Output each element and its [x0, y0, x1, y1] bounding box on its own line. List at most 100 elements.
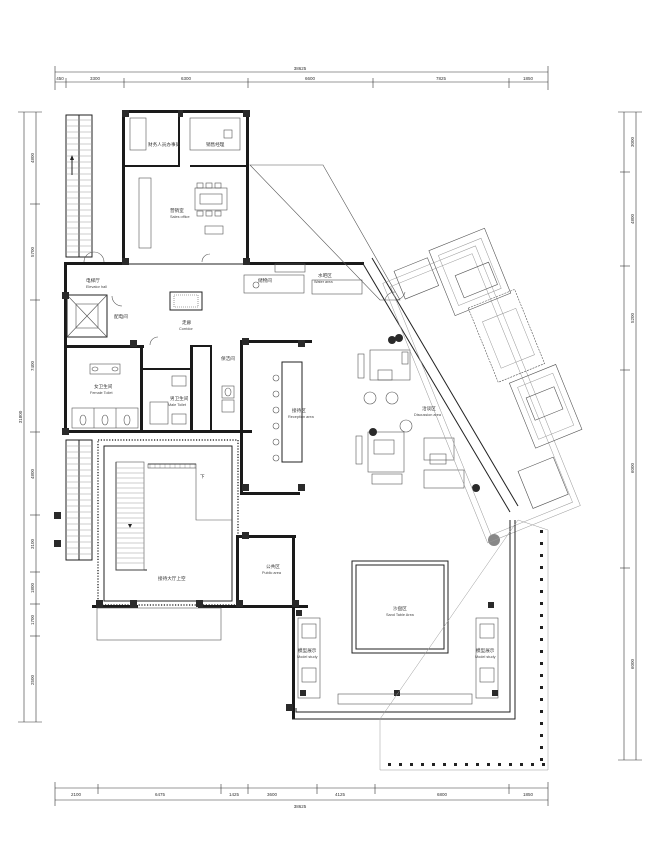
right-dim-5: 6000 — [630, 658, 635, 669]
elevator-hall-label: 电梯厅 — [86, 277, 100, 284]
outdoor-terrace — [382, 227, 583, 544]
top-dim-2: 3300 — [90, 76, 101, 81]
sales-office-furniture — [129, 117, 241, 249]
terrace-post — [454, 763, 457, 766]
female-toilet-label: 女卫生间 — [94, 383, 113, 390]
left-dim-7: 1700 — [30, 614, 35, 625]
left-dimension-line: 31800 4800 5700 7400 4800 3100 1800 1700… — [18, 111, 42, 723]
sand-table-label: 沙盘区 — [393, 605, 407, 612]
terrace-post — [487, 763, 490, 766]
terrace-post — [421, 763, 424, 766]
atrium-label: 接待大厅上空 — [158, 575, 186, 582]
sand-table-label-en: Sand Table Area — [386, 613, 415, 617]
model-displays — [296, 602, 499, 699]
terrace-post — [540, 554, 543, 557]
right-dimension-line: 3000 4800 5200 6000 6000 — [618, 111, 642, 761]
public-area-label: 公共区 — [266, 563, 280, 570]
bottom-dim-1: 2100 — [71, 792, 82, 797]
finance-room-label: 财务人员办事处 — [148, 141, 181, 148]
cleaning-label: 保洁间 — [221, 355, 235, 362]
left-dim-2: 5700 — [30, 246, 35, 257]
terrace-post — [540, 578, 543, 581]
model-right-label: 模型展示 — [476, 647, 495, 654]
public-area-label-en: Public area — [262, 571, 282, 575]
terrace-post — [540, 698, 543, 701]
reception-label: 接待区 — [292, 407, 306, 414]
terrace-post — [520, 763, 523, 766]
distribution-label: 配电间 — [114, 313, 128, 320]
south-wall — [292, 519, 549, 771]
top-dim-5: 7825 — [436, 76, 447, 81]
right-dim-3: 5200 — [630, 312, 635, 323]
reception-label-en: Reception area — [288, 415, 315, 419]
model-right-label-en: Model study — [475, 655, 496, 659]
stair-down-mark: 下 — [200, 474, 205, 480]
terrace-post — [388, 763, 391, 766]
male-toilet-label: 男卫生间 — [170, 395, 189, 402]
diagonal-facade — [249, 164, 519, 546]
discussion-label-en: Discussion area — [414, 413, 442, 417]
bottom-total-dim: 38625 — [294, 804, 307, 809]
terrace-post — [540, 638, 543, 641]
sales-office-label-en: Sales office — [170, 215, 190, 219]
terrace-post — [540, 662, 543, 665]
room-labels: 销售经理 财务人员办事处 营销室 Sales office 电梯厅 Elevat… — [86, 141, 496, 659]
terrace-post — [540, 650, 543, 653]
structural-columns — [54, 110, 305, 711]
terrace-post — [540, 734, 543, 737]
sales-office-label: 营销室 — [170, 207, 184, 214]
right-dim-1: 3000 — [630, 136, 635, 147]
terrace-post — [540, 722, 543, 725]
bottom-dim-7: 1850 — [523, 792, 534, 797]
terrace-post — [540, 674, 543, 677]
left-dim-6: 1800 — [30, 582, 35, 593]
terrace-post — [540, 602, 543, 605]
terrace-post — [540, 542, 543, 545]
terrace-post — [540, 686, 543, 689]
bottom-dim-6: 6800 — [437, 792, 448, 797]
discussion-furniture — [355, 336, 465, 489]
left-total-dim: 31800 — [18, 410, 23, 423]
south-terrace-dots — [388, 530, 545, 766]
left-dim-4: 4800 — [30, 468, 35, 479]
elevator-hall-label-en: Elevator hall — [86, 285, 107, 289]
corridor-label-en: Corridor — [179, 327, 193, 331]
top-total-dim: 38625 — [294, 66, 307, 71]
terrace-post — [465, 763, 468, 766]
bottom-dim-2: 6475 — [155, 792, 166, 797]
water-area-label: 水吧区 — [318, 272, 332, 279]
terrace-post — [498, 763, 501, 766]
bottom-dim-5: 4125 — [335, 792, 346, 797]
sand-table — [351, 560, 449, 654]
main-walls — [64, 110, 364, 495]
terrace-post — [432, 763, 435, 766]
lower-exterior-stair — [65, 439, 93, 561]
upper-exterior-stair — [65, 114, 93, 258]
terrace-post — [542, 763, 545, 766]
terrace-post — [540, 626, 543, 629]
terrace-post — [540, 710, 543, 713]
corridor-features — [169, 263, 363, 311]
sales-manager-label: 销售经理 — [206, 141, 225, 148]
reception-desk — [272, 361, 303, 463]
terrace-post — [476, 763, 479, 766]
water-area-label-en: Water area — [314, 280, 334, 284]
top-dim-4: 6600 — [305, 76, 316, 81]
terrace-post — [540, 566, 543, 569]
bottom-dimension-line: 2100 6475 1425 3600 4125 6800 1850 38625 — [54, 782, 549, 809]
right-dim-4: 6000 — [630, 462, 635, 473]
female-toilet-fixtures — [71, 363, 139, 429]
doors — [83, 251, 211, 346]
male-toilet-fixtures — [149, 375, 235, 425]
left-dim-1: 4800 — [30, 152, 35, 163]
left-dim-5: 3100 — [30, 538, 35, 549]
discussion-label: 洽谈区 — [422, 405, 436, 412]
atrium-opening — [92, 439, 308, 719]
model-left-label-en: Model study — [297, 655, 318, 659]
storage-label: 储物间 — [258, 277, 272, 284]
terrace-post — [540, 530, 543, 533]
top-dim-3: 6300 — [181, 76, 192, 81]
left-dim-8: 2500 — [30, 674, 35, 685]
model-left-label: 模型展示 — [298, 647, 317, 654]
